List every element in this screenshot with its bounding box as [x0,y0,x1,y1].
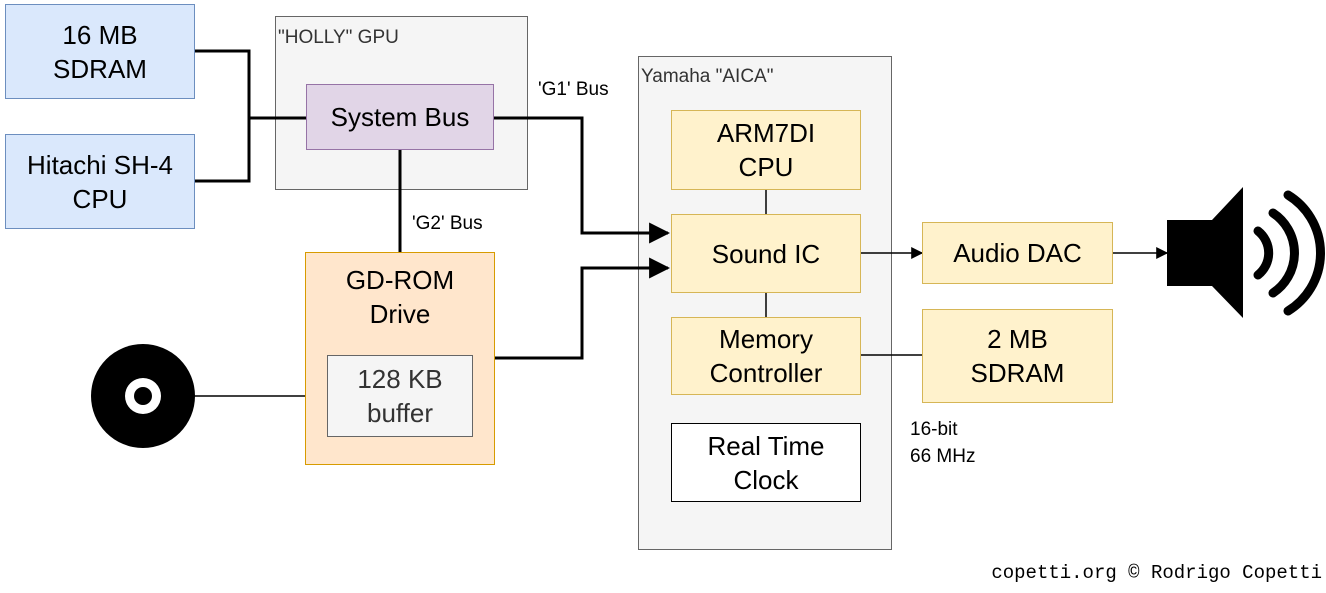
sh4-cpu-box: Hitachi SH-4 CPU [5,134,195,229]
system-bus-box: System Bus [306,84,494,150]
speaker-icon [1167,187,1325,318]
sdram-2mb-box: 2 MB SDRAM [922,309,1113,403]
bus-width-label: 16-bit [910,419,958,440]
sdram16-link [195,49,306,120]
sdram-16mb-box: 16 MB SDRAM [5,4,195,99]
disc-icon [91,344,195,448]
aica-label: Yamaha "AICA" [641,66,774,87]
bus-speed-label: 66 MHz [910,446,976,467]
g1-bus-label: 'G1' Bus [538,79,609,100]
audio-dac-box: Audio DAC [922,222,1113,284]
gdrom-to-sound-line [495,257,671,360]
g2-bus-label: 'G2' Bus [412,213,483,234]
credit-text: copetti.org © Rodrigo Copetti [991,562,1322,584]
holly-gpu-label: "HOLLY" GPU [278,27,399,48]
g1-bus-line [494,116,671,244]
memory-controller-box: Memory Controller [671,317,861,395]
sound-ic-box: Sound IC [671,214,861,293]
gdrom-drive-label: GD-ROM Drive [345,265,455,329]
sh4-link [195,118,251,183]
real-time-clock-box: Real Time Clock [671,423,861,502]
arm7-cpu-box: ARM7DI CPU [671,110,861,190]
buffer-box: 128 KB buffer [327,355,473,437]
